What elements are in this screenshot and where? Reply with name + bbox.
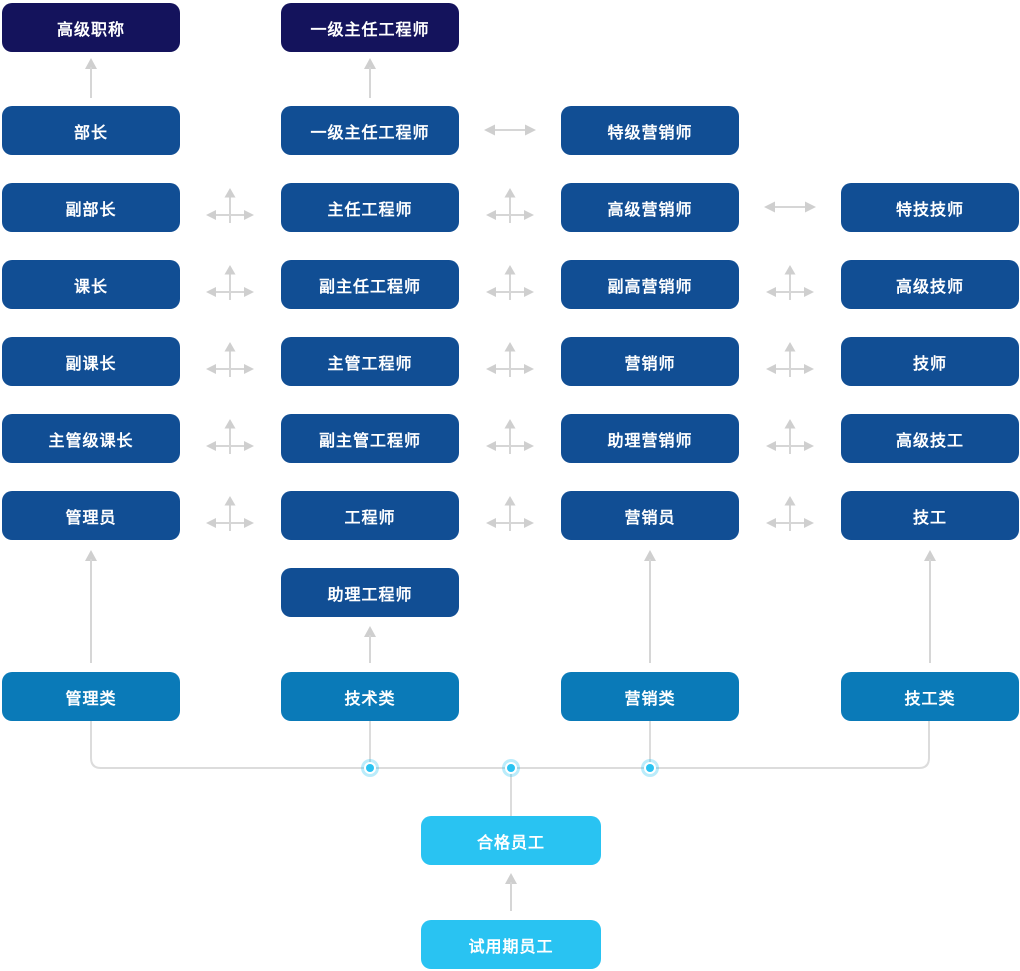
up-arrow-category-marketing xyxy=(644,550,656,663)
rank-box-technical-5: 工程师 xyxy=(281,491,459,540)
rank-box-marketing-5: 营销员 xyxy=(561,491,739,540)
junction-dot-technical xyxy=(366,764,374,772)
transfer-arrow-row1-tech-marketing xyxy=(484,124,536,136)
rank-box-technical-6: 助理工程师 xyxy=(281,568,459,617)
rank-box-technician-1: 高级技师 xyxy=(841,260,1019,309)
rank-box-management-4: 主管级课长 xyxy=(2,414,180,463)
rank-box-technician-3: 高级技工 xyxy=(841,414,1019,463)
rank-box-marketing-0: 特级营销师 xyxy=(561,106,739,155)
rank-box-management-2: 课长 xyxy=(2,260,180,309)
threeway-arrow-g1-r2 xyxy=(206,188,254,223)
rank-box-technical-1: 主任工程师 xyxy=(281,183,459,232)
category-box-technical: 技术类 xyxy=(281,672,459,721)
category-box-marketing: 营销类 xyxy=(561,672,739,721)
category-connector-line xyxy=(90,721,930,817)
rank-box-marketing-4: 助理营销师 xyxy=(561,414,739,463)
threeway-arrow-g2-r4 xyxy=(486,342,534,377)
category-box-technician: 技工类 xyxy=(841,672,1019,721)
up-arrow-management-peak xyxy=(85,58,97,98)
threeway-arrow-g1-r3 xyxy=(206,265,254,300)
threeway-arrow-g2-r6 xyxy=(486,496,534,531)
rank-box-technical-2: 副主任工程师 xyxy=(281,260,459,309)
threeway-arrow-g3-r6 xyxy=(766,496,814,531)
rank-box-marketing-3: 营销师 xyxy=(561,337,739,386)
qualified-employee-box: 合格员工 xyxy=(421,816,601,865)
up-arrow-category-technician xyxy=(924,550,936,663)
rank-box-technical-4: 副主管工程师 xyxy=(281,414,459,463)
threeway-arrow-g2-r5 xyxy=(486,419,534,454)
threeway-arrow-g1-r5 xyxy=(206,419,254,454)
threeway-arrow-g3-r4 xyxy=(766,342,814,377)
up-arrow-category-management xyxy=(85,550,97,663)
rank-box-technical-0: 一级主任工程师 xyxy=(281,106,459,155)
rank-box-management-0: 部长 xyxy=(2,106,180,155)
rank-box-management-5: 管理员 xyxy=(2,491,180,540)
peak-box-management: 高级职称 xyxy=(2,3,180,52)
category-box-management: 管理类 xyxy=(2,672,180,721)
junction-dot-center xyxy=(507,764,515,772)
threeway-arrow-g3-r3 xyxy=(766,265,814,300)
threeway-arrow-g2-r3 xyxy=(486,265,534,300)
rank-box-management-1: 副部长 xyxy=(2,183,180,232)
rank-box-technical-3: 主管工程师 xyxy=(281,337,459,386)
rank-box-management-3: 副课长 xyxy=(2,337,180,386)
transfer-arrow-row2-marketing-technician xyxy=(764,201,816,213)
junction-dot-marketing xyxy=(646,764,654,772)
probation-employee-box: 试用期员工 xyxy=(421,920,601,969)
rank-box-marketing-1: 高级营销师 xyxy=(561,183,739,232)
threeway-arrow-g1-r4 xyxy=(206,342,254,377)
threeway-arrow-g3-r5 xyxy=(766,419,814,454)
rank-box-technician-0: 特技技师 xyxy=(841,183,1019,232)
up-arrow-probation-qualified xyxy=(505,873,517,911)
up-arrow-technical-peak xyxy=(364,58,376,98)
peak-box-technical: 一级主任工程师 xyxy=(281,3,459,52)
threeway-arrow-g2-r2 xyxy=(486,188,534,223)
rank-box-marketing-2: 副高营销师 xyxy=(561,260,739,309)
up-arrow-category-technical xyxy=(364,626,376,663)
rank-box-technician-4: 技工 xyxy=(841,491,1019,540)
rank-box-technician-2: 技师 xyxy=(841,337,1019,386)
threeway-arrow-g1-r6 xyxy=(206,496,254,531)
